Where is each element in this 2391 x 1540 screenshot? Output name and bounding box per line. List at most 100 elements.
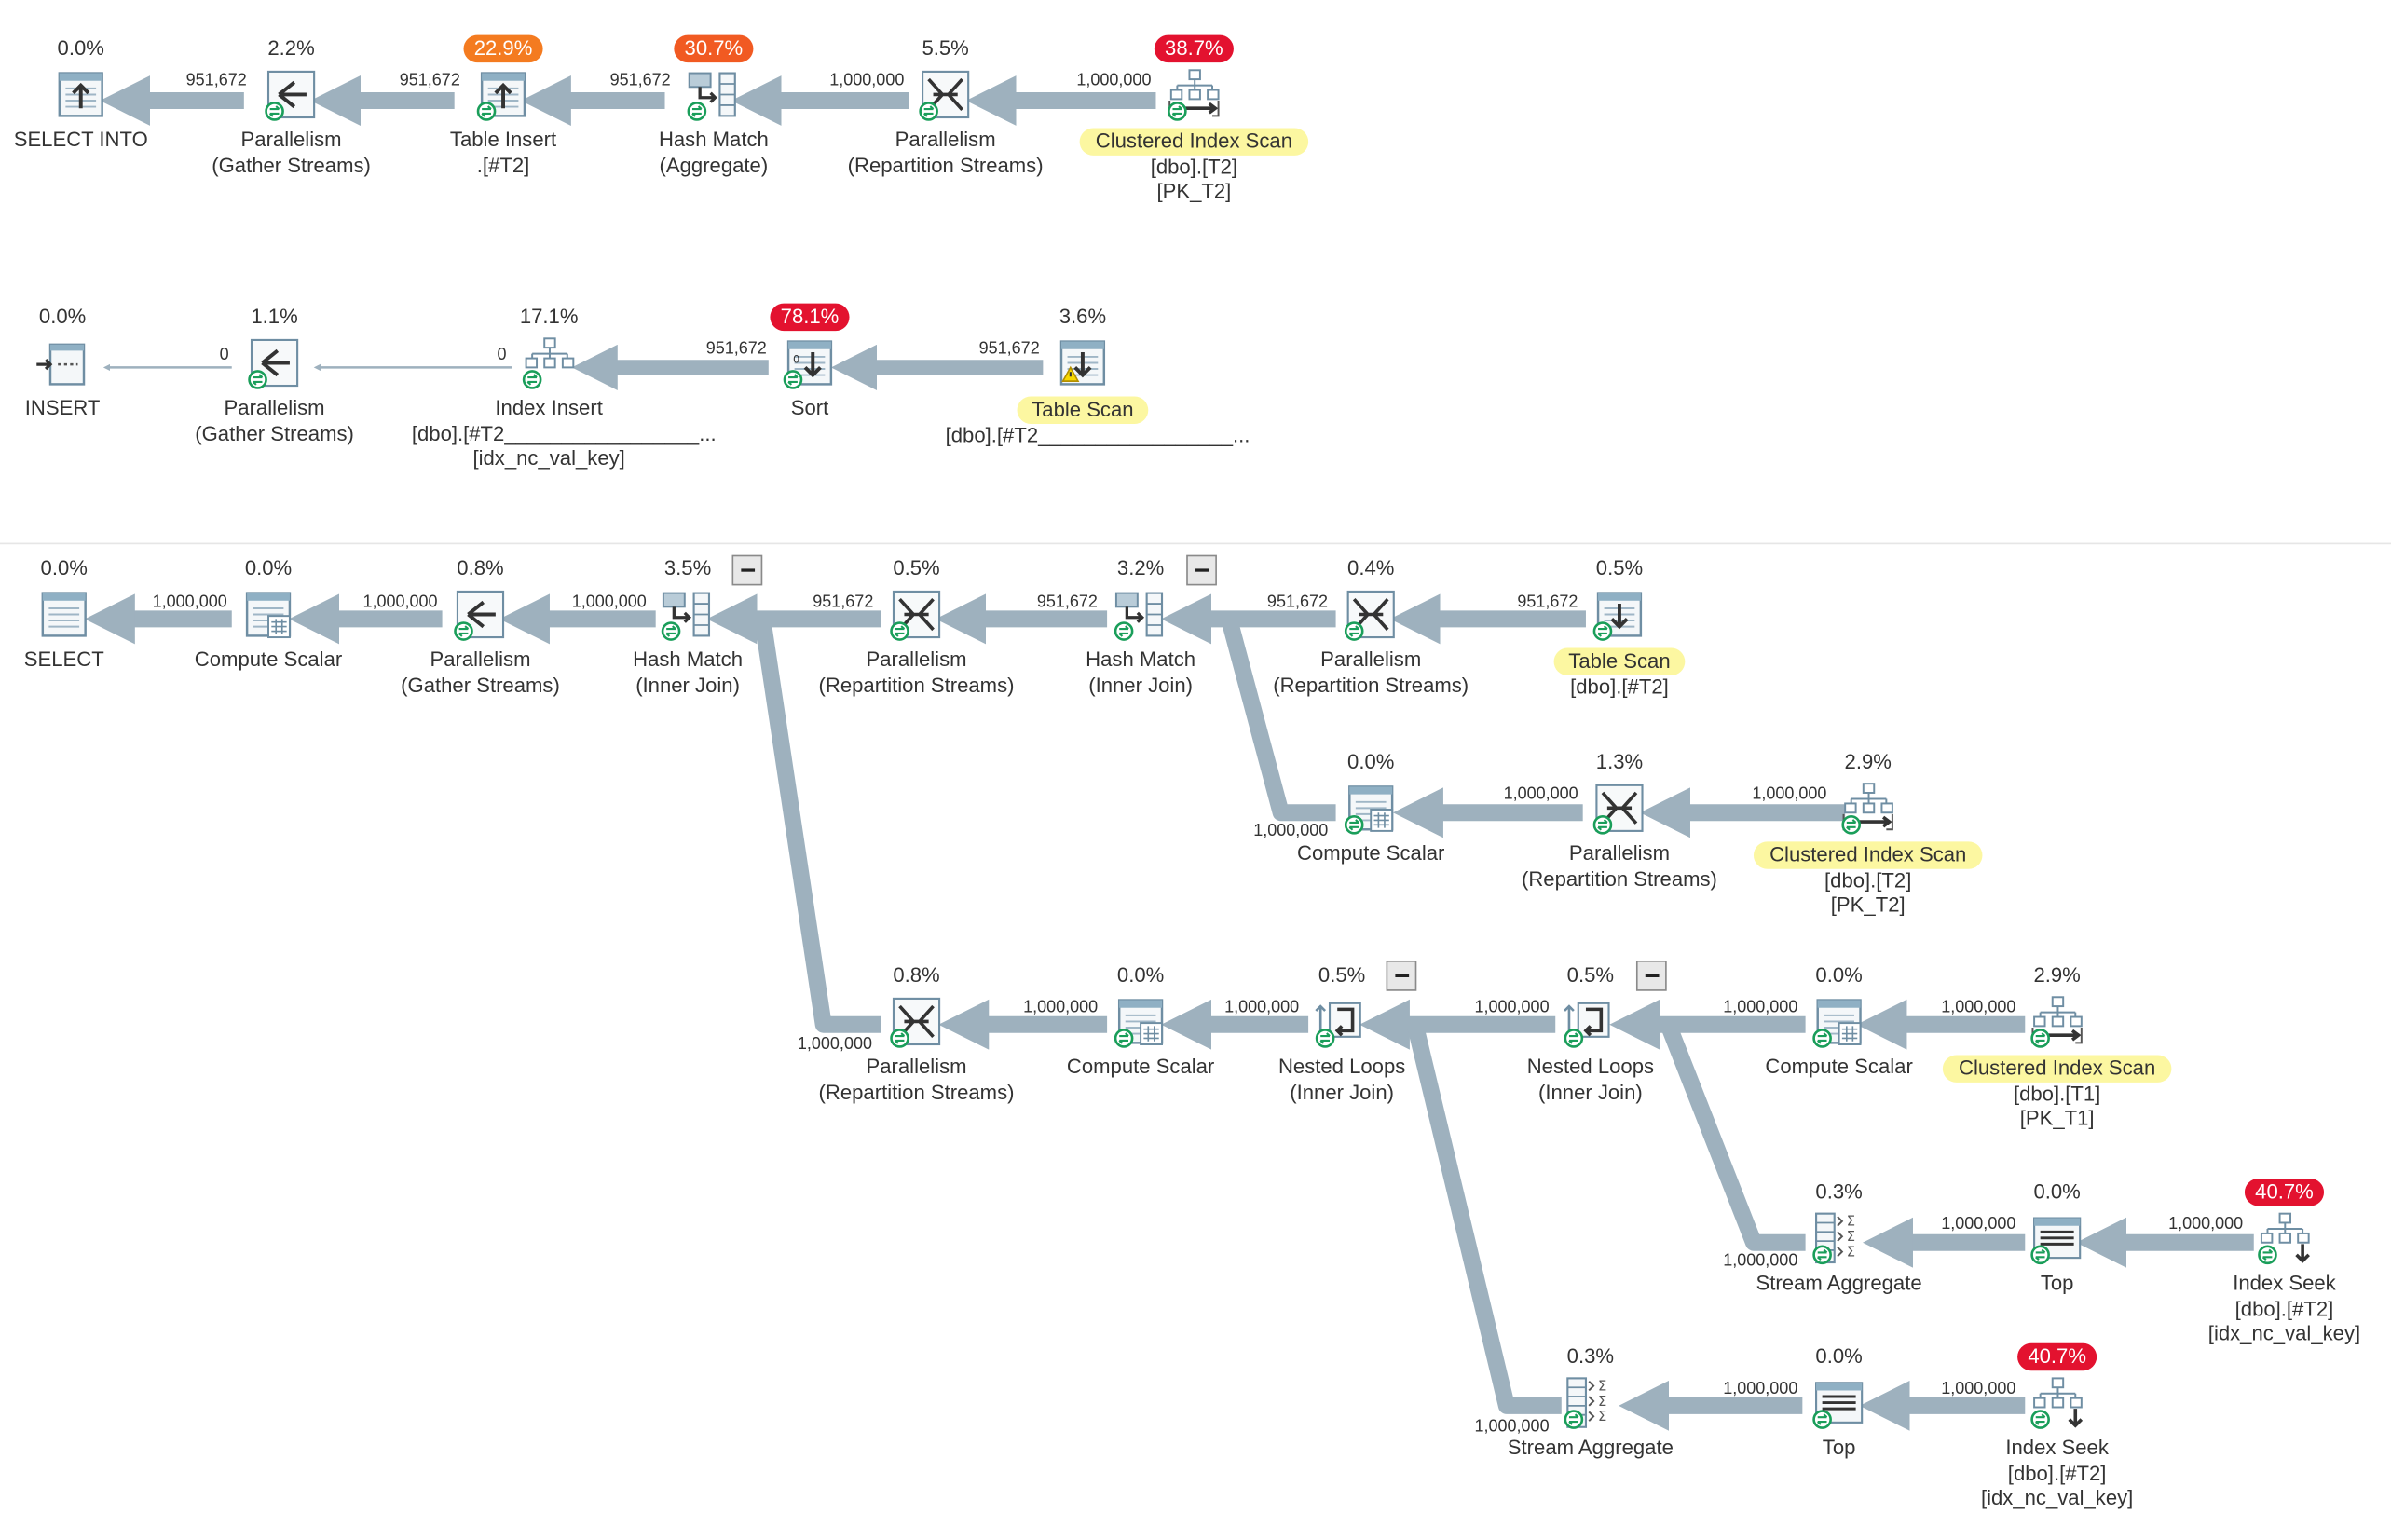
plan-node[interactable]: 40.7%Index Seek[dbo].[#T2][idx_nc_val_ke… bbox=[1920, 1342, 2194, 1511]
plan-node[interactable]: 30.7%Hash Match(Aggregate) bbox=[577, 34, 852, 178]
collapse-button[interactable] bbox=[1635, 960, 1667, 991]
plan-node[interactable]: 0.5%Parallelism(Repartition Streams) bbox=[779, 553, 1054, 698]
clustered-index-scan-icon[interactable] bbox=[2027, 991, 2087, 1052]
plan-node[interactable]: 0.0%Top bbox=[1920, 1177, 2194, 1297]
repartition-streams-icon[interactable] bbox=[1340, 584, 1400, 645]
operator-detail: (Inner Join) bbox=[1088, 674, 1193, 697]
row-count: 1,000,000 bbox=[362, 593, 438, 612]
row-count: 1,000,000 bbox=[1752, 784, 1827, 804]
operator-detail: (Repartition Streams) bbox=[847, 154, 1044, 177]
plan-node[interactable]: 5.5%Parallelism(Repartition Streams) bbox=[808, 34, 1083, 178]
cost-percent: 38.7% bbox=[1154, 34, 1235, 63]
repartition-streams-icon[interactable] bbox=[886, 584, 947, 645]
insert-icon[interactable] bbox=[32, 333, 92, 393]
plan-node[interactable]: 2.2%Parallelism(Gather Streams) bbox=[154, 34, 429, 178]
compute-scalar-icon[interactable] bbox=[1110, 991, 1170, 1052]
gather-streams-icon[interactable] bbox=[450, 584, 511, 645]
operator-name: Table Scan bbox=[1016, 396, 1149, 424]
operator-detail: (Repartition Streams) bbox=[818, 1081, 1015, 1104]
row-count: 951,672 bbox=[1266, 593, 1329, 612]
operator-name: Compute Scalar bbox=[1296, 841, 1445, 865]
plan-node[interactable]: 0.0%Compute Scalar bbox=[131, 553, 406, 674]
table-insert-icon[interactable] bbox=[472, 64, 533, 125]
plan-node[interactable]: 1.1%Parallelism(Gather Streams) bbox=[137, 302, 412, 446]
svg-text:Σ: Σ bbox=[1598, 1394, 1606, 1410]
clustered-index-scan-icon[interactable] bbox=[1164, 64, 1224, 125]
operator-detail: [PK_T1] bbox=[2019, 1107, 2095, 1130]
plan-node[interactable]: 0.8%Parallelism(Repartition Streams) bbox=[779, 961, 1054, 1105]
plan-node[interactable]: 0.4%Parallelism(Repartition Streams) bbox=[1234, 553, 1509, 698]
plan-node[interactable]: 1.3%Parallelism(Repartition Streams) bbox=[1482, 747, 1757, 892]
cost-percent: 0.3% bbox=[1815, 1179, 1863, 1204]
operator-name: Stream Aggregate bbox=[1507, 1436, 1674, 1460]
plan-node[interactable]: 38.7%Clustered Index Scan[dbo].[T2][PK_T… bbox=[1057, 34, 1332, 204]
cost-percent: 0.0% bbox=[1116, 963, 1165, 987]
compute-scalar-icon[interactable] bbox=[238, 584, 298, 645]
plan-node[interactable]: 0.0%Compute Scalar bbox=[1004, 961, 1278, 1081]
table-scan-icon[interactable] bbox=[1589, 584, 1649, 645]
gather-streams-icon[interactable] bbox=[261, 64, 321, 125]
operator-detail: [dbo].[#T2] bbox=[2234, 1297, 2334, 1321]
table-scan-icon[interactable] bbox=[1052, 333, 1113, 393]
operator-name: Parallelism bbox=[1568, 841, 1670, 865]
plan-node[interactable]: 0.5%Nested Loops(Inner Join) bbox=[1205, 961, 1480, 1105]
sort-icon[interactable]: 0 bbox=[779, 333, 840, 393]
select-into-icon[interactable] bbox=[50, 64, 111, 125]
hash-match-icon[interactable] bbox=[683, 64, 744, 125]
plan-node[interactable]: 3.2%Hash Match(Inner Join) bbox=[1004, 553, 1278, 698]
repartition-streams-icon[interactable] bbox=[1589, 778, 1649, 838]
index-seek-icon[interactable] bbox=[2027, 1372, 2087, 1433]
row-count: 1,000,000 bbox=[1474, 998, 1550, 1017]
plan-node[interactable]: 0.0%INSERT bbox=[0, 302, 199, 422]
hash-match-icon[interactable] bbox=[657, 584, 717, 645]
cost-percent: 2.9% bbox=[1844, 750, 1892, 773]
compute-scalar-icon[interactable] bbox=[1809, 991, 1869, 1052]
index-seek-icon[interactable] bbox=[2254, 1207, 2315, 1268]
select-icon[interactable] bbox=[34, 584, 94, 645]
plan-node[interactable]: 0.0%Top bbox=[1701, 1342, 1976, 1462]
plan-node[interactable]: 40.7%Index Seek[dbo].[#T2][idx_nc_val_ke… bbox=[2147, 1177, 2391, 1346]
operator-detail: [dbo].[#T2] bbox=[2007, 1462, 2107, 1485]
nested-loops-icon[interactable] bbox=[1311, 991, 1372, 1052]
plan-node[interactable]: 0.0%SELECT bbox=[0, 553, 201, 674]
collapse-button[interactable] bbox=[1186, 554, 1217, 586]
plan-node[interactable]: 2.9%Clustered Index Scan[dbo].[T1][PK_T1… bbox=[1920, 961, 2194, 1131]
plan-node[interactable]: 0.0%SELECT INTO bbox=[0, 34, 218, 154]
repartition-streams-icon[interactable] bbox=[915, 64, 976, 125]
index-insert-icon[interactable] bbox=[518, 333, 579, 393]
cost-percent: 0.0% bbox=[38, 305, 87, 328]
cost-percent: 5.5% bbox=[922, 36, 969, 60]
plan-node[interactable]: 0.5%Table Scan[dbo].[#T2] bbox=[1482, 553, 1757, 700]
cost-percent: 30.7% bbox=[674, 34, 754, 63]
plan-node[interactable]: 2.9%Clustered Index Scan[dbo].[T2][PK_T2… bbox=[1730, 747, 2005, 918]
plan-node[interactable]: 17.1%Index Insert[dbo].[#T2_____________… bbox=[412, 302, 717, 471]
collapse-button[interactable] bbox=[731, 554, 763, 586]
compute-scalar-icon[interactable] bbox=[1340, 778, 1400, 838]
clustered-index-scan-icon[interactable] bbox=[1838, 778, 1898, 838]
hash-match-icon[interactable] bbox=[1110, 584, 1170, 645]
plan-node[interactable]: 0.0%Compute Scalar bbox=[1234, 747, 1509, 867]
cost-percent: 0.5% bbox=[1318, 963, 1366, 987]
repartition-streams-icon[interactable] bbox=[886, 991, 947, 1052]
plan-node[interactable]: 22.9%Table Insert.[#T2] bbox=[366, 34, 641, 178]
plan-node[interactable]: 0.0%Compute Scalar bbox=[1701, 961, 1976, 1081]
top-icon[interactable] bbox=[2027, 1207, 2087, 1268]
plan-node[interactable]: 0.8%Parallelism(Gather Streams) bbox=[343, 553, 618, 698]
nested-loops-icon[interactable] bbox=[1560, 991, 1620, 1052]
arrow-c bbox=[1221, 617, 1336, 822]
top-icon[interactable] bbox=[1809, 1372, 1869, 1433]
cost-percent: 0.8% bbox=[457, 556, 504, 579]
plan-node[interactable]: 0.5%Nested Loops(Inner Join) bbox=[1454, 961, 1728, 1105]
operator-detail: (Inner Join) bbox=[635, 674, 740, 697]
plan-node[interactable]: 3.5%Hash Match(Inner Join) bbox=[551, 553, 826, 698]
plan-node[interactable]: 3.6%Table Scan[dbo].[#T2________________… bbox=[946, 302, 1250, 448]
cost-percent: 1.1% bbox=[251, 305, 298, 328]
cost-percent: 2.9% bbox=[2033, 963, 2081, 987]
gather-streams-icon[interactable] bbox=[244, 333, 305, 393]
collapse-button[interactable] bbox=[1386, 960, 1417, 991]
